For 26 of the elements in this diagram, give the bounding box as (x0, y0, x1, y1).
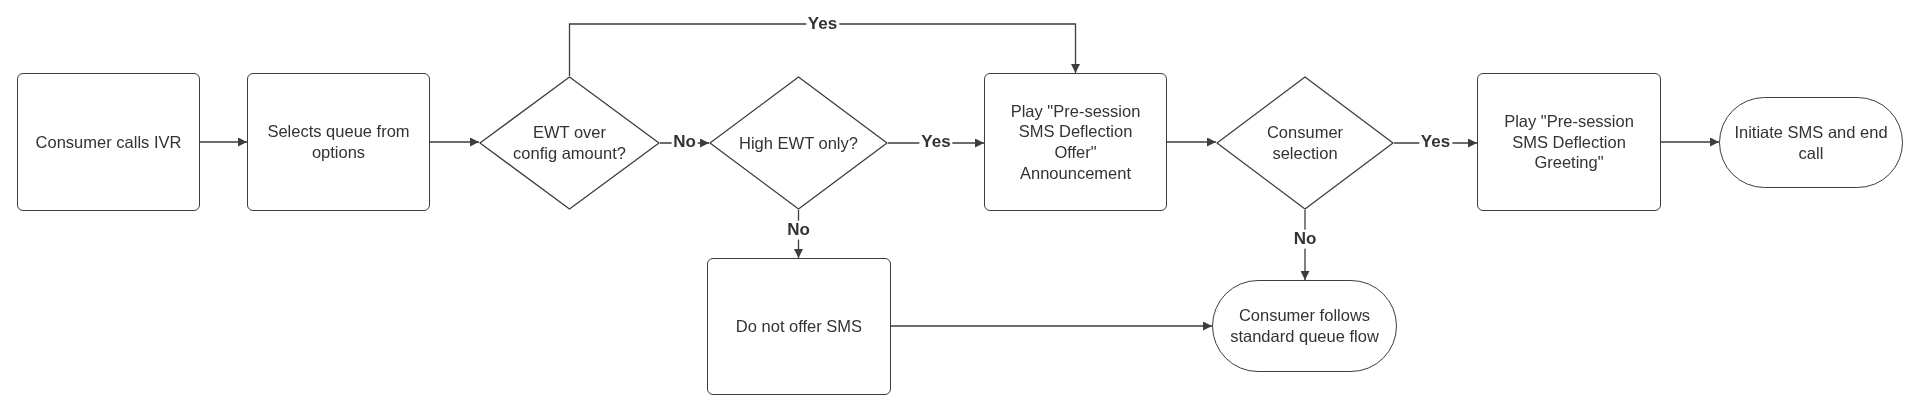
arrow (1166, 137, 1217, 147)
node-label: Consumer calls IVR (35, 131, 182, 153)
node-label: Play "Pre-session SMS Deflection Offer" Announcement (1009, 100, 1142, 184)
arrow (890, 321, 1213, 331)
decision-diamond (479, 76, 660, 210)
arrow (568, 23, 1080, 77)
node-label: Initiate SMS and end call (1734, 121, 1888, 164)
edge-label: No (1291, 230, 1319, 249)
edge-label: No (785, 220, 812, 240)
node-label: Consumer selection (1265, 122, 1345, 164)
process-box (984, 73, 1167, 211)
arrow (429, 137, 480, 147)
node-label: High EWT only? (739, 132, 858, 154)
node-label: Consumer follows standard queue flow (1229, 305, 1380, 347)
arrow (199, 137, 248, 147)
decision-diamond (1216, 76, 1394, 210)
decision-diamond (709, 76, 888, 210)
arrow (1660, 137, 1720, 147)
process-box (707, 258, 891, 395)
node-label: EWT over config amount? (512, 122, 627, 164)
node-label: Play "Pre-session SMS Deflection Greeting" (1503, 111, 1635, 173)
process-box (247, 73, 430, 211)
node-label: Selects queue from options (266, 121, 411, 163)
process-box (17, 73, 200, 211)
node-label: Do not offer SMS (735, 316, 863, 337)
process-box (1477, 73, 1661, 211)
